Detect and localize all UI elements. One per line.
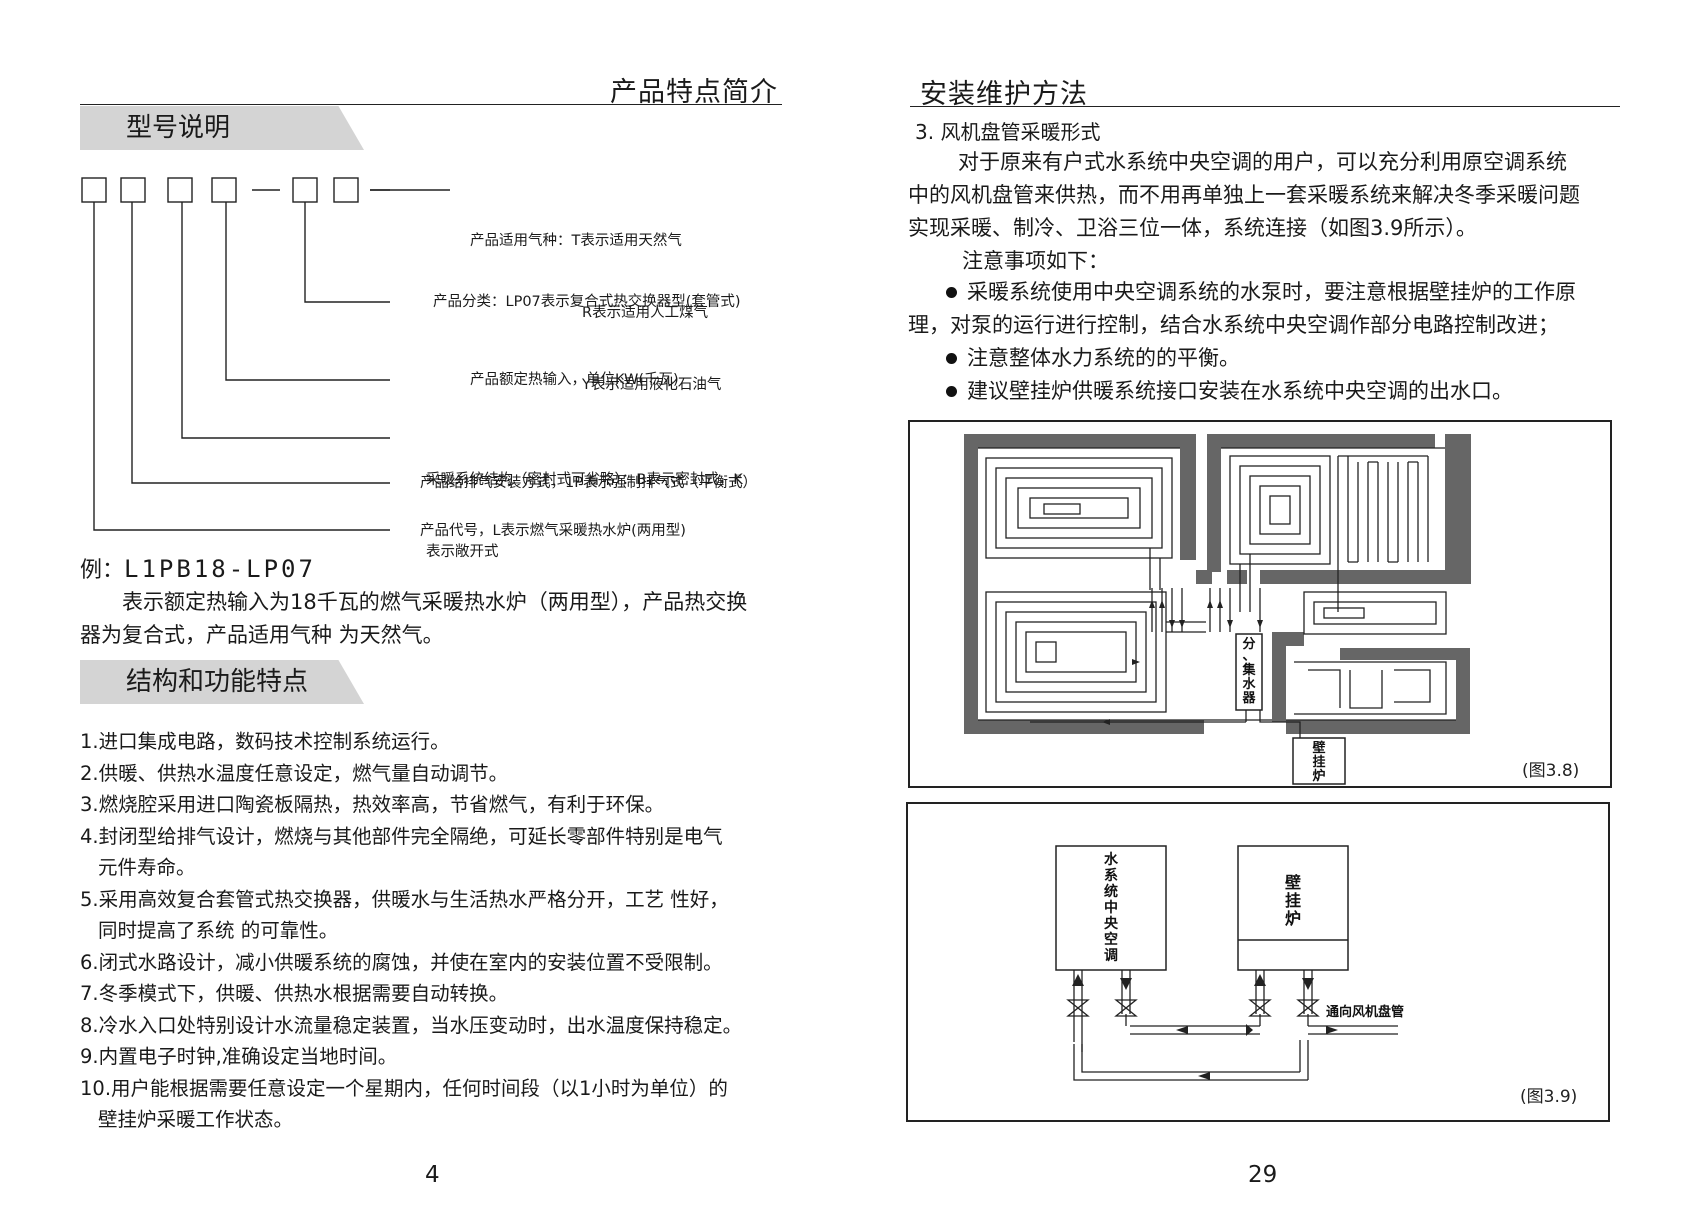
ac-label-3: 中 [1104,899,1118,916]
wall-boiler-label-2: 炉 [1285,909,1301,928]
connection-diagram: 水 系 统 中 央 空 调 壁 挂 炉 [1055,845,1577,1107]
legend-gas-type: 产品适用气种：T表示适用天然气 R表示适用人工煤气 Y表示适用液化石油气 [470,181,721,421]
model-section-title: 型号说明 [126,113,231,143]
feature-item: 6.闭式水路设计，减小供暖系统的腐蚀，并使在室内的安装位置不受限制。 [80,950,723,974]
right-page-number: 29 [1248,1162,1278,1188]
notes-bullets: 采暖系统使用中央空调系统的水泵时，要注意根据壁挂炉的工作原 理，对泵的运行进行控… [908,276,1628,408]
code-box-5 [292,177,318,203]
feature-item: 3.燃烧腔采用进口陶瓷板隔热，热效率高，节省燃气，有利于环保。 [80,793,665,816]
note-bullet-item: 采暖系统使用中央空调系统的水泵时，要注意根据壁挂炉的工作原 [908,276,1628,309]
ac-label-1: 系 [1104,867,1118,884]
code-box-6 [333,177,359,203]
manifold-label-0: 分 [1242,636,1255,652]
legend-heat-input: 产品额定热输入，单位KW(千瓦) [470,372,679,388]
boiler-label-2: 炉 [1312,768,1325,784]
left-page-header: 产品特点简介 [610,77,778,108]
ac-label-2: 统 [1104,883,1118,900]
left-page-number: 4 [425,1162,440,1188]
example-description-line1: 表示额定热输入为18千瓦的燃气采暖热水炉（两用型），产品热交换 [122,590,748,614]
intro-line3: 实现采暖、制冷、卫浴三位一体，系统连接（如图3.9所示）。 [908,216,1477,240]
wall-boiler-box [1237,845,1349,971]
features-section-banner: 结构和功能特点 [80,660,364,704]
boiler-label-1: 挂 [1312,754,1325,770]
right-page-header: 安装维护方法 [920,79,1088,110]
note-bullet-item: 建议壁挂炉供暖系统接口安装在水系统中央空调的出水口。 [908,375,1628,408]
intro-line2: 中的风机盘管来供热，而不用再单独上一套采暖系统来解决冬季采暖问题 [908,183,1580,207]
left-header-rule [80,104,782,105]
notes-title: 注意事项如下： [962,249,1109,273]
intro-line1: 对于原来有户式水系统中央空调的用户，可以充分利用原空调系统 [958,150,1567,174]
example-description: 表示额定热输入为18千瓦的燃气采暖热水炉（两用型），产品热交换 器为复合式，产品… [80,586,800,652]
manifold-label-1: 、 [1242,649,1255,664]
legend-structure: 采暖系统结构（密封式可省略）：B表示密封式，K 表示敞开式 [426,420,743,588]
legend-gas-type-y: Y表示适用液化石油气 [582,377,722,393]
example-label: 例： [80,558,125,583]
ac-label-4: 央 [1104,915,1119,932]
note-bullet-item: 注意整体水力系统的的平衡。 [908,342,1628,375]
right-header-rule [910,106,1620,107]
floor-heating-diagram: 分 、 集 水 器 壁 挂 炉 (图3.8) [964,434,1579,785]
figure-3-8-caption: (图3.8) [1522,761,1579,781]
legend-gas-type-r: R表示适用人工煤气 [582,305,709,321]
manifold-box [1235,633,1263,711]
intro-paragraph: 对于原来有户式水系统中央空调的用户，可以充分利用原空调系统 中的风机盘管来供热，… [908,146,1628,245]
central-ac-box [1055,845,1167,971]
boiler-label-0: 壁 [1312,740,1325,756]
code-box-1 [81,177,107,203]
feature-item: 9.内置电子时钟,准确设定当地时间。 [80,1045,398,1068]
figure-3-8: 分 、 集 水 器 壁 挂 炉 (图3.8) [908,420,1612,788]
wall-boiler-label-0: 壁 [1285,873,1301,892]
code-box-2 [120,177,146,203]
note-bullet-cont: 理，对泵的运行进行控制，结合水系统中央空调作部分电路控制改进； [908,313,1559,337]
to-fan-coil-label: 通向风机盘管 [1326,1004,1404,1020]
figure-3-9: 水 系 统 中 央 空 调 壁 挂 炉 [906,802,1610,1122]
bullet-icon [946,352,957,364]
gas-type-leader [370,189,450,191]
feature-item: 7.冬季模式下，供暖、供热水根据需要自动转换。 [80,982,509,1005]
figure-3-9-caption: (图3.9) [1520,1087,1577,1107]
legend-gas-type-t: 产品适用气种：T表示适用天然气 [470,233,682,249]
model-code-diagram [81,177,390,531]
legend-category: 产品分类：LP07表示复合式热交换器型(套管式) [433,294,741,310]
legend-exhaust: 产品给排气安装方式，1P表示强制排气式（平衡式） [420,475,757,491]
bullet-icon [946,286,957,298]
wall-boiler-label-1: 挂 [1285,891,1301,910]
feature-item: 10.用户能根据需要任意设定一个星期内，任何时间段（以1小时为单位）的壁挂炉采暖… [80,1076,728,1132]
features-section-title: 结构和功能特点 [126,667,309,697]
boiler-box [1292,737,1346,785]
feature-item: 5.采用高效复合套管式热交换器，供暖水与生活热水严格分开，工艺 性好，同时提高了… [80,887,729,943]
manifold-label-2: 集 [1241,662,1256,678]
feature-item: 4.封闭型给排气设计，燃烧与其他部件完全隔绝，可延长零部件特别是电气元件寿命。 [80,824,723,880]
legend-structure-line1: 采暖系统结构（密封式可省略）：B表示密封式，K [426,472,743,488]
manifold-label-3: 水 [1242,676,1256,692]
right-subtitle: 3. 风机盘管采暖形式 [915,120,1101,144]
example-description-line2: 器为复合式，产品适用气种 为天然气。 [80,623,444,647]
features-list: 1.进口集成电路，数码技术控制系统运行。 2.供暖、供热水温度任意设定，燃气量自… [80,726,800,1136]
bullet-icon [946,385,957,397]
manifold-label-4: 器 [1241,691,1256,706]
feature-item: 1.进口集成电路，数码技术控制系统运行。 [80,730,450,753]
legend-structure-line2: 表示敞开式 [426,544,499,560]
ac-label-5: 空 [1104,931,1118,948]
feature-item: 2.供暖、供热水温度任意设定，燃气量自动调节。 [80,761,509,785]
ac-label-0: 水 [1104,851,1119,868]
example-code: L1PB18-LP07 [124,555,316,583]
example-line: 例：L1PB18-LP07 [80,552,316,584]
code-box-4 [211,177,237,203]
code-box-3 [167,177,193,203]
feature-item: 8.冷水入口处特别设计水流量稳定装置，当水压变动时，出水温度保持稳定。 [80,1013,743,1037]
model-section-banner: 型号说明 [80,106,364,150]
legend-code: 产品代号，L表示燃气采暖热水炉(两用型) [420,523,686,539]
ac-label-6: 调 [1104,948,1118,964]
